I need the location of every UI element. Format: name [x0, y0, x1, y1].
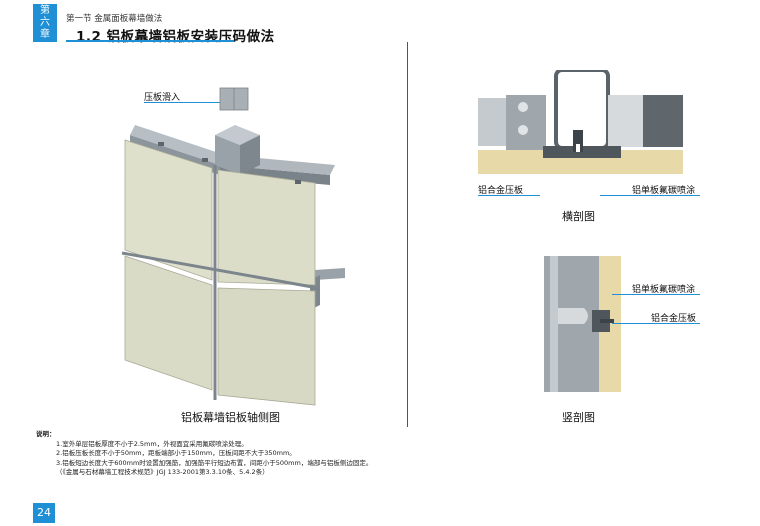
chapter-tab-char-2: 六	[40, 17, 50, 28]
caption-vertical: 竖剖图	[562, 411, 595, 424]
label-h-clip-leader	[478, 195, 540, 196]
label-v-clip-leader	[612, 323, 700, 324]
page-title: 1.2 铝板幕墙铝板安装压码做法	[76, 29, 275, 45]
label-slide-in: 压板滑入	[144, 93, 181, 103]
title-underline	[66, 40, 234, 42]
notes-heading: 说明：	[36, 430, 56, 438]
horizontal-section-drawing	[478, 70, 683, 174]
label-v-clip: 铝合金压板	[651, 314, 697, 324]
label-h-clip: 铝合金压板	[478, 186, 524, 196]
axonometric-drawing	[121, 87, 345, 406]
label-h-panel-leader	[600, 195, 700, 196]
label-v-panel: 铝单板氟碳喷涂	[632, 285, 696, 295]
vertical-section-drawing	[544, 256, 621, 392]
notes-block: 说明： 1.室外单层铝板厚度不小于2.5mm，外视面宜采用氟碳喷涂处理。 2.铝…	[36, 430, 596, 478]
chapter-tab: 第 六 章	[33, 4, 57, 42]
label-v-panel-leader	[612, 294, 700, 295]
page-number: 24	[33, 503, 55, 523]
section-label: 第一节 金属面板幕墙做法	[66, 14, 163, 24]
notes-item: 1.室外单层铝板厚度不小于2.5mm，外视面宜采用氟碳喷涂处理。	[56, 439, 248, 448]
notes-item: 2.铝板压板长度不小于50mm，距板端部小于150mm，压板间距不大于350mm…	[56, 449, 296, 457]
notes-item: 3.铝板短边长度大于600mm时设置加强筋，加强筋平行短边布置，间距小于500m…	[56, 458, 373, 467]
label-slide-in-leader	[144, 102, 220, 103]
caption-axonometric: 铝板幕墙铝板轴侧图	[181, 411, 280, 424]
label-h-panel: 铝单板氟碳喷涂	[632, 186, 696, 196]
chapter-tab-char-3: 章	[40, 29, 50, 40]
chapter-tab-char-1: 第	[40, 5, 50, 16]
page-divider	[407, 42, 408, 427]
notes-item: （《金属与石材幕墙工程技术规范》JGJ 133-2001第3.3.10条、5.4…	[56, 468, 269, 476]
caption-horizontal: 横剖图	[562, 210, 595, 223]
